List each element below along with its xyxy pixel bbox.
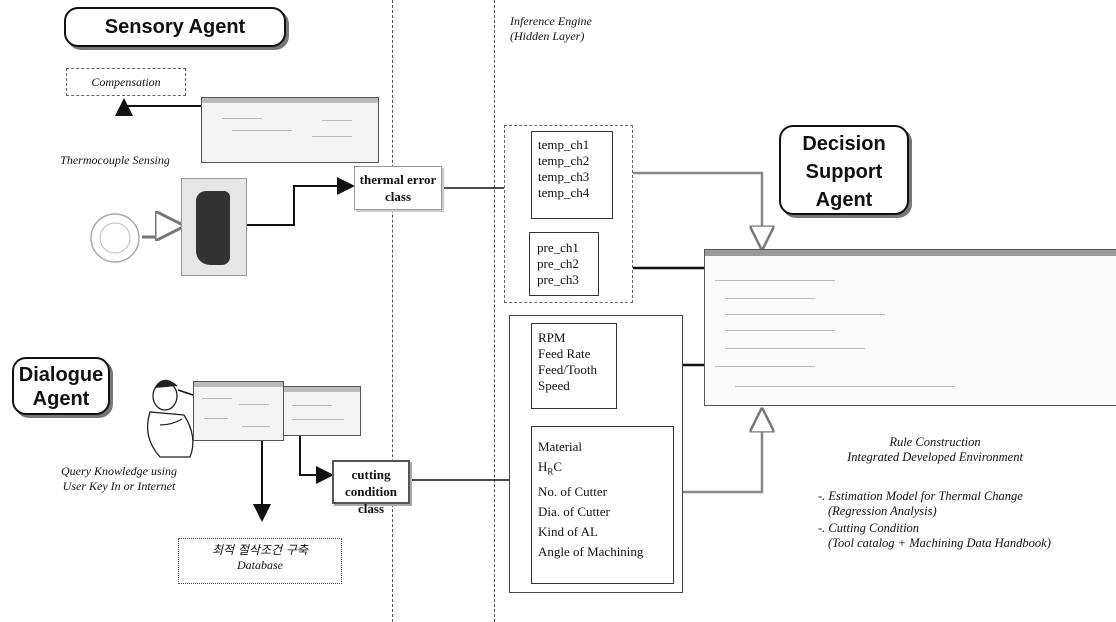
temp-channel-item: temp_ch2 [538, 153, 612, 169]
cutting-condition-class-box: cutting condition class [332, 460, 410, 504]
cutting-input-item: Dia. of Cutter [538, 502, 673, 522]
database-korean-label: 최적 절삭조건 구축 [179, 543, 341, 558]
cutting-input-list: Material HRC No. of Cutter Dia. of Cutte… [531, 426, 674, 584]
cutting-input-item: Angle of Machining [538, 542, 673, 562]
pre-channel-list: pre_ch1 pre_ch2 pre_ch3 [529, 232, 599, 296]
compensation-box: Compensation [66, 68, 186, 96]
arrow-inputs-to-dsa [674, 410, 762, 492]
decision-support-agent-box: Decision Support Agent [779, 125, 909, 215]
dialogue-agent-title: Dialogue Agent [19, 364, 103, 410]
cutting-output-item: RPM [538, 330, 616, 346]
pre-channel-item: pre_ch2 [537, 256, 598, 272]
dialogue-window-screenshot-secondary [283, 386, 361, 436]
query-knowledge-label: Query Knowledge using User Key In or Int… [54, 464, 184, 494]
rule-construction-caption: Rule Construction Integrated Developed E… [820, 435, 1050, 465]
temp-channel-list: temp_ch1 temp_ch2 temp_ch3 temp_ch4 [531, 131, 613, 219]
sensory-agent-box: Sensory Agent [64, 7, 286, 47]
sensory-window-screenshot [201, 97, 379, 163]
arrow-device-to-thermal-class [245, 186, 353, 225]
pre-channel-item: pre_ch3 [537, 272, 598, 288]
dialogue-agent-box: Dialogue Agent [12, 357, 110, 415]
arrow-temp-to-dsa [614, 173, 762, 248]
cutting-output-item: Feed/Tooth [538, 362, 616, 378]
arrow-sensor-to-device [142, 226, 182, 237]
thermal-error-class-label: thermal error class [360, 172, 437, 204]
cutting-input-item: HRC [538, 457, 673, 482]
inference-engine-label: Inference Engine (Hidden Layer) [510, 14, 620, 44]
pre-channel-item: pre_ch1 [537, 240, 598, 256]
sensory-agent-title: Sensory Agent [105, 16, 245, 38]
thermocouple-label: Thermocouple Sensing [60, 153, 170, 168]
device-body-icon [196, 191, 230, 265]
cutting-input-item: Kind of AL [538, 522, 673, 542]
temp-channel-item: temp_ch4 [538, 185, 612, 201]
cutting-output-item: Feed Rate [538, 346, 616, 362]
cutting-output-list: RPM Feed Rate Feed/Tooth Speed [531, 323, 617, 409]
temp-channel-item: temp_ch1 [538, 137, 612, 153]
compensation-label: Compensation [91, 75, 160, 89]
decision-support-agent-title: Decision Support Agent [802, 133, 885, 211]
cutting-input-item: Material [538, 437, 673, 457]
temp-channel-item: temp_ch3 [538, 169, 612, 185]
arrow-user-to-window [178, 390, 193, 395]
database-label: Database [179, 558, 341, 573]
database-box: 최적 절삭조건 구축 Database [178, 538, 342, 584]
thermal-error-class-box: thermal error class [354, 166, 442, 210]
cutting-input-item: No. of Cutter [538, 482, 673, 502]
dialogue-window-screenshot [193, 381, 284, 441]
arrow-to-compensation [124, 100, 201, 106]
spindle-device-photo [181, 178, 247, 276]
rule-construction-window-screenshot [704, 249, 1116, 406]
rule-construction-notes: -. Estimation Model for Thermal Change (… [818, 489, 1116, 551]
cutting-output-item: Speed [538, 378, 616, 394]
